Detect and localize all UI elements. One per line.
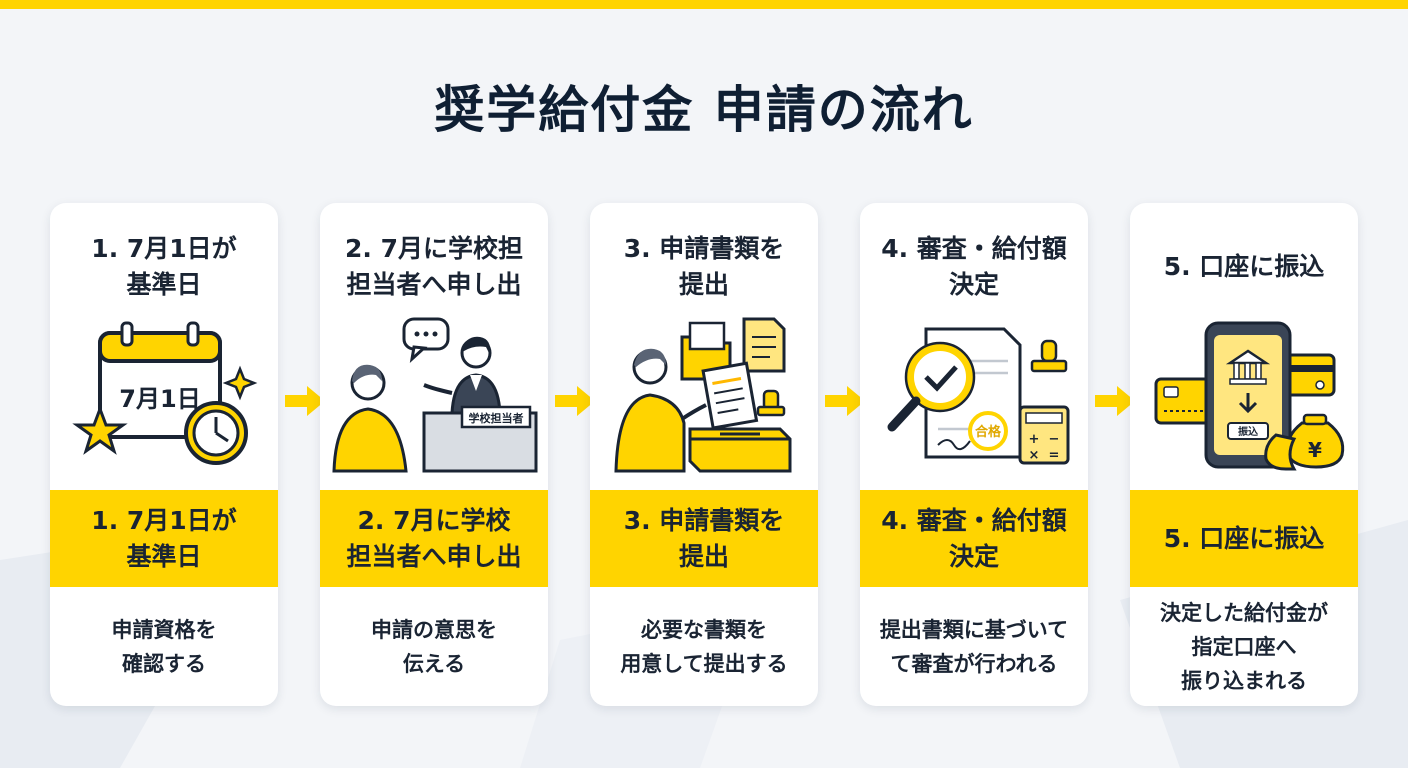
step-band: 5. 口座に振込 (1130, 490, 1358, 587)
svg-text:×: × (1029, 448, 1040, 463)
bank-transfer-icon: 振込 ¥ (1154, 321, 1345, 471)
arrow-right-icon (1095, 386, 1135, 416)
arrow-right-icon (285, 386, 325, 416)
step-title: 4. 審査・給付額 決定 (881, 234, 1067, 299)
step-card-4: 4. 審査・給付額 決定 合格 + − × = 4. 審査・給付額 決定 提出書… (860, 203, 1088, 706)
calendar-date-text: 7月1日 (119, 385, 200, 413)
transfer-label-text: 振込 (1238, 425, 1258, 438)
arrow-right-icon (825, 386, 865, 416)
calendar-clock-icon: 7月1日 (72, 321, 258, 465)
arrow-right-icon (555, 386, 595, 416)
school-consultation-icon: 学校担当者 (332, 317, 538, 473)
step-band: 1. 7月1日が 基準日 (50, 490, 278, 587)
top-accent-bar (0, 0, 1408, 9)
step-card-1: 1. 7月1日が 基準日 7月1日 1. 7月1日が 基準日 申請資格を 確認す… (50, 203, 278, 706)
review-approval-icon: 合格 + − × = (887, 327, 1070, 465)
step-card-2: 2. 7月に学校担 担当者へ申し出 学校担当者 2. 7月に学校 担当者へ申し出… (320, 203, 548, 706)
step-band: 2. 7月に学校 担当者へ申し出 (320, 490, 548, 587)
step-description: 決定した給付金が 指定口座へ 振り込まれる (1160, 600, 1328, 693)
approval-stamp-text: 合格 (975, 424, 1002, 440)
step-title: 3. 申請書類を 提出 (623, 234, 785, 299)
step-band: 3. 申請書類を 提出 (590, 490, 818, 587)
svg-text:+: + (1029, 432, 1040, 447)
step-card-3: 3. 申請書類を 提出 3. 申請書類を 提出 必要な書類を 用意して提出する (590, 203, 818, 706)
step-description: 必要な書類を 用意して提出する (620, 617, 788, 676)
svg-text:¥: ¥ (1308, 438, 1322, 462)
step-band: 4. 審査・給付額 決定 (860, 490, 1088, 587)
step-title: 5. 口座に振込 (1163, 252, 1325, 281)
svg-text:=: = (1049, 448, 1060, 463)
document-submission-icon (614, 317, 792, 473)
step-title: 1. 7月1日が 基準日 (91, 234, 237, 299)
step-title: 2. 7月に学校担 担当者へ申し出 (345, 234, 523, 299)
step-card-5: 5. 口座に振込 振込 ¥ 5. 口座に振込 決定した給付金が 指定口座へ 振り… (1130, 203, 1358, 706)
page-title: 奨学給付金 申請の流れ (434, 81, 974, 139)
step-description: 提出書類に基づいて て審査が行われる (879, 617, 1069, 676)
svg-text:−: − (1049, 432, 1060, 447)
desk-sign-text: 学校担当者 (469, 411, 524, 425)
step-description: 申請資格を 確認する (111, 617, 217, 676)
step-description: 申請の意思を 伝える (371, 617, 497, 676)
